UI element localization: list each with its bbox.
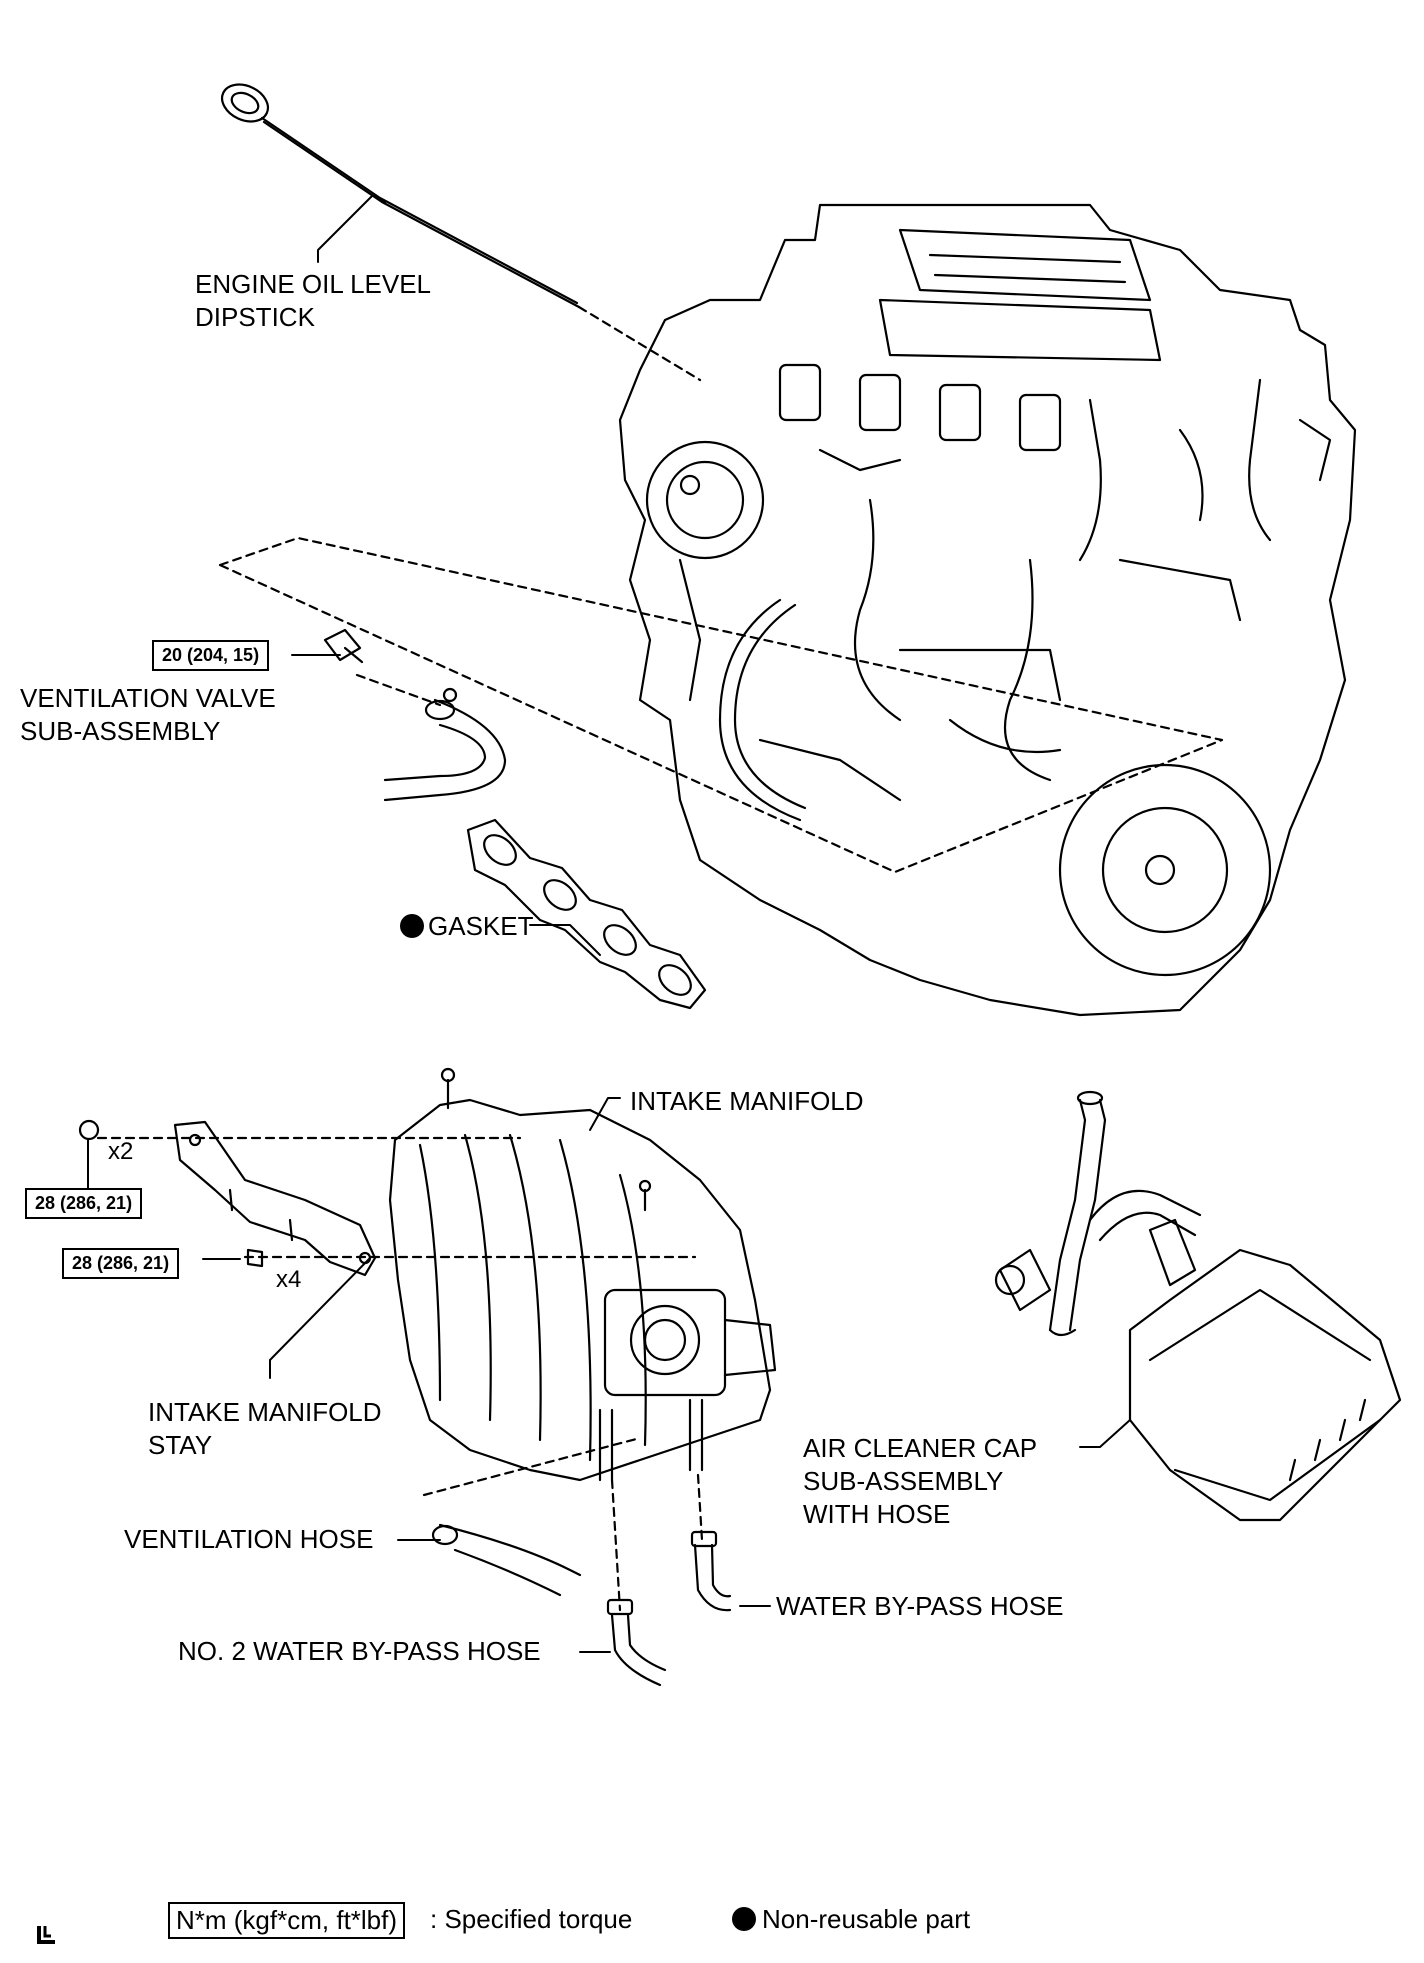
- water-bypass-hose: [690, 1530, 732, 1612]
- alignment-lines: [96, 305, 1224, 1612]
- qty-upper: x2: [108, 1138, 134, 1165]
- ventilation-hose-label: VENTILATION HOSE: [124, 1524, 374, 1554]
- engine-assembly: [618, 203, 1357, 1017]
- non-reusable-dot: [400, 914, 424, 938]
- figure-mark-icon: [37, 1926, 55, 1944]
- gasket-part: [466, 818, 707, 1010]
- ventilation-valve: [323, 628, 364, 664]
- legend-nonreusable: Non-reusable part: [732, 1903, 970, 1936]
- torque-stay-lower: 28 (286, 21): [62, 1248, 180, 1279]
- intake-manifold-label: INTAKE MANIFOLD: [630, 1086, 864, 1116]
- dipstick: [220, 83, 581, 309]
- lower-ventilation-hose: [431, 1523, 582, 1597]
- bolts: [78, 1119, 264, 1268]
- filled-circle-icon: [732, 1907, 756, 1931]
- upper-ventilation-hose: [383, 687, 507, 802]
- air-cleaner-cap: [994, 1090, 1402, 1522]
- torque-stay-upper: 28 (286, 21): [25, 1188, 143, 1219]
- legend-torque-box: N*m (kgf*cm, ft*lbf): [168, 1902, 406, 1939]
- intake-manifold-part: [388, 1067, 777, 1482]
- torque-vent-valve: 20 (204, 15): [152, 640, 270, 671]
- no2-water-bypass-hose: [606, 1598, 667, 1687]
- no2-water-bypass-hose-label: NO. 2 WATER BY-PASS HOSE: [178, 1636, 541, 1666]
- manifold-stay: [173, 1120, 377, 1277]
- gasket-label: GASKET: [428, 911, 534, 941]
- legend-torque-desc: : Specified torque: [430, 1904, 633, 1934]
- leader-lines: [87, 195, 1131, 1653]
- qty-lower: x4: [276, 1266, 302, 1293]
- water-bypass-hose-label: WATER BY-PASS HOSE: [776, 1591, 1064, 1621]
